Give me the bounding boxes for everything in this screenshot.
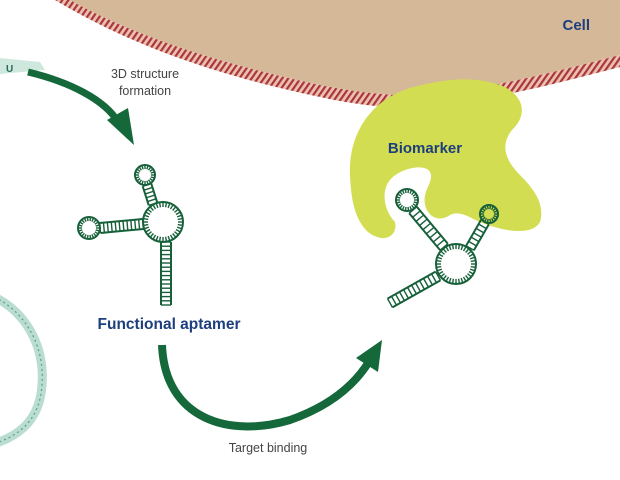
strand-circle-icon (0, 294, 47, 447)
strand-fragment-label: U (6, 64, 13, 75)
structure-formation-line2: formation (119, 84, 171, 98)
aptamer-icon (77, 164, 184, 306)
cell-label: Cell (562, 17, 590, 34)
functional-aptamer-label: Functional aptamer (98, 316, 241, 333)
cell-membrane (55, 0, 620, 108)
biomarker-label: Biomarker (388, 140, 462, 157)
aptamer-icon (386, 188, 499, 309)
target-binding-label: Target binding (229, 441, 308, 455)
structure-formation-line1: 3D structure (111, 67, 179, 81)
arrow-icon (158, 340, 382, 431)
arrow-icon (27, 68, 134, 145)
biomarker-shape (349, 79, 542, 239)
cell-body (70, 0, 620, 96)
